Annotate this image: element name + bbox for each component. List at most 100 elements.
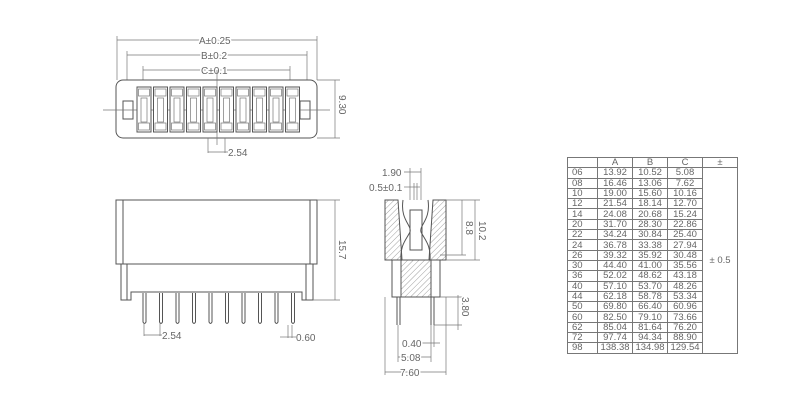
table-cell: 76.20 (667, 321, 703, 334)
pin (241, 293, 246, 324)
contact-slot (235, 86, 251, 133)
table-cell: 06 (567, 167, 598, 179)
table-cell: 21.54 (597, 198, 633, 210)
contact-slot (252, 86, 267, 133)
table-cell: 34.24 (597, 229, 633, 241)
table-cell: 82.50 (597, 311, 633, 323)
table-cell: 98 (567, 342, 598, 354)
contact-slot (202, 86, 218, 133)
table-cell: 20 (567, 218, 598, 231)
top-view: A±0.25 B±0.2 C±0.1 9.30 2.54 (103, 35, 349, 159)
header-cell (567, 156, 598, 169)
table-cell: 7.62 (667, 177, 703, 189)
section-dim-8: 7.60 (400, 368, 420, 379)
table-cell: 20.68 (632, 208, 668, 220)
table-cell: 72 (567, 332, 598, 344)
table-cell: 60.96 (667, 301, 703, 313)
table-cell: 35.56 (667, 259, 703, 272)
table-cell: 13.92 (597, 167, 633, 179)
table-cell: 81.64 (632, 321, 668, 334)
table-cell: 44.40 (597, 259, 633, 272)
table-cell: 35.92 (632, 249, 668, 261)
header-cell-c: C (667, 156, 703, 169)
table-cell: 43.18 (667, 270, 703, 282)
table-cell: 5.08 (667, 167, 703, 179)
table-cell: 73.66 (667, 311, 703, 323)
table-cell: 53.34 (667, 290, 703, 303)
dim-c-label: C±0.1 (201, 66, 228, 77)
side-height-label: 15.7 (336, 240, 347, 260)
header-cell-a: A (597, 156, 633, 169)
table-cell: 14 (567, 208, 598, 220)
table-cell: 26 (567, 249, 598, 261)
table-cell: 12 (567, 198, 598, 210)
table-cell: 15.24 (667, 208, 703, 220)
contact-slot (268, 86, 284, 133)
contact-slot (136, 86, 152, 133)
table-cell: 10.16 (667, 187, 703, 200)
header-cell-b: B (632, 156, 668, 169)
table-cell: 57.10 (597, 280, 633, 292)
pin (225, 293, 229, 324)
contact-slot (219, 86, 234, 133)
table-cell: 129.54 (667, 342, 703, 354)
contact-slots (136, 86, 300, 133)
pin (258, 293, 262, 324)
section-dim-4: 10.2 (476, 221, 487, 241)
table-cell: 12.70 (667, 198, 703, 210)
side-pitch-label: 2.54 (162, 331, 182, 342)
pin (208, 293, 213, 324)
pin (142, 293, 147, 324)
table-cell: 10.52 (632, 167, 668, 179)
side-view: 15.7 2.54 0.60 (115, 199, 349, 344)
table-cell: 85.04 (597, 321, 633, 334)
table-cell: 18.14 (632, 198, 668, 210)
dim-b-label: B±0.2 (201, 51, 227, 62)
contact-slot (153, 86, 168, 133)
table-cell: 94.34 (632, 332, 668, 344)
contact-slot (285, 86, 300, 133)
section-dim-6: 0.40 (402, 339, 422, 350)
section-view: 1.90 0.5±0.1 8.8 10.2 3.80 0.40 5.08 7.6… (369, 168, 489, 381)
table-cell: 22 (567, 229, 598, 241)
table-cell: 30.48 (667, 249, 703, 261)
table-cell: 69.80 (597, 301, 633, 313)
table-cell: 15.60 (632, 187, 668, 200)
pin (192, 293, 196, 324)
pin (159, 293, 163, 324)
table-cell: 44 (567, 290, 598, 303)
table-cell: 22.86 (667, 218, 703, 231)
table-cell: 27.94 (667, 239, 703, 251)
table-cell: 50 (567, 301, 598, 313)
table-cell: 24.08 (597, 208, 633, 220)
table-cell: 58.78 (632, 290, 668, 303)
section-dim-5: 3.80 (459, 297, 470, 317)
table-cell: 66.40 (632, 301, 668, 313)
tolerance-cell: ± 0.5 (702, 167, 738, 354)
table-cell: 53.70 (632, 280, 668, 292)
dim-a-label: A±0.25 (199, 36, 231, 47)
table-cell: 30.84 (632, 229, 668, 241)
table-cell: 62 (567, 321, 598, 334)
table-cell: 41.00 (632, 259, 668, 272)
table-cell: 48.62 (632, 270, 668, 282)
table-cell: 24 (567, 239, 598, 251)
table-cell: 138.38 (597, 342, 633, 354)
table-cell: 13.06 (632, 177, 668, 189)
pin (291, 293, 295, 324)
table-cell: 97.74 (597, 332, 633, 344)
dim-height-label: 9.30 (336, 95, 347, 115)
table-cell: 08 (567, 177, 598, 189)
contact-slot (186, 86, 201, 133)
dim-pitch-label: 2.54 (228, 148, 248, 159)
table-cell: 39.32 (597, 249, 633, 261)
table-cell: 30 (567, 259, 598, 272)
table-cell: 134.98 (632, 342, 668, 354)
